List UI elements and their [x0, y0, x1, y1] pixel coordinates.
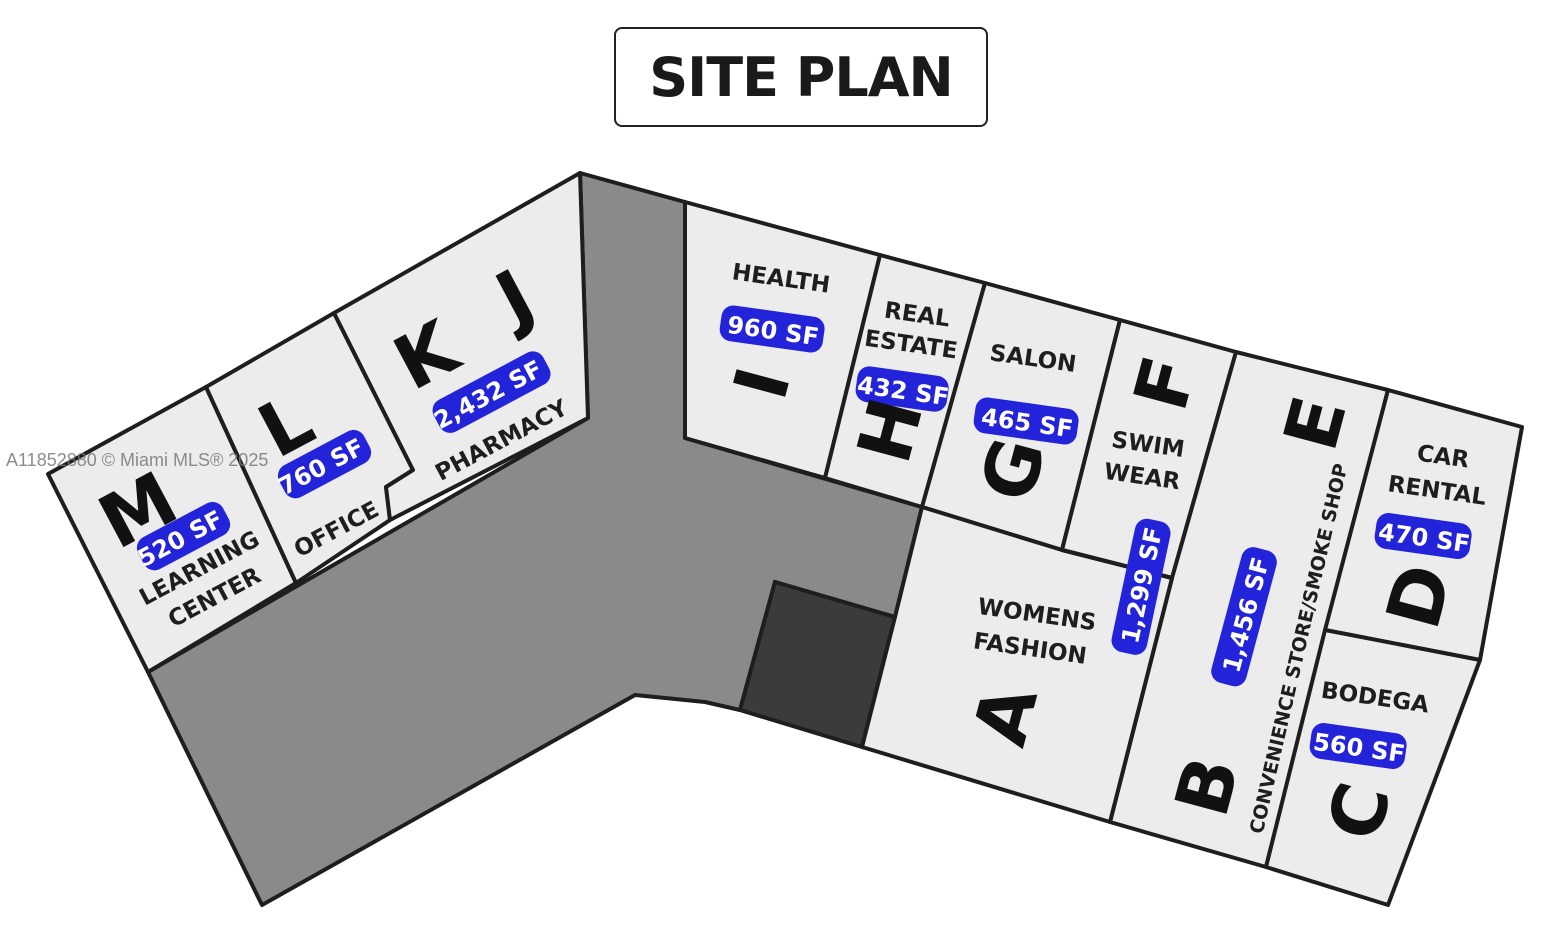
unit-c-area-badge [1309, 723, 1407, 769]
unit-j-area-badge [432, 351, 551, 433]
unit-l-area-badge [277, 429, 372, 499]
unit-h-area-badge [855, 366, 949, 412]
mls-watermark: A11852880 © Miami MLS® 2025 [6, 450, 269, 470]
unit-i-area-badge [719, 305, 825, 353]
unit-c[interactable] [1264, 628, 1482, 907]
unit-g-area-badge [973, 397, 1079, 445]
unit-m-area-badge [136, 501, 231, 571]
unit-f-area-badge [1111, 518, 1171, 655]
unit-d-area-badge [1374, 513, 1472, 559]
unit-e-area-badge [1211, 547, 1277, 687]
unit-kj[interactable] [332, 171, 590, 522]
site-plan-title: SITE PLAN [614, 27, 988, 127]
